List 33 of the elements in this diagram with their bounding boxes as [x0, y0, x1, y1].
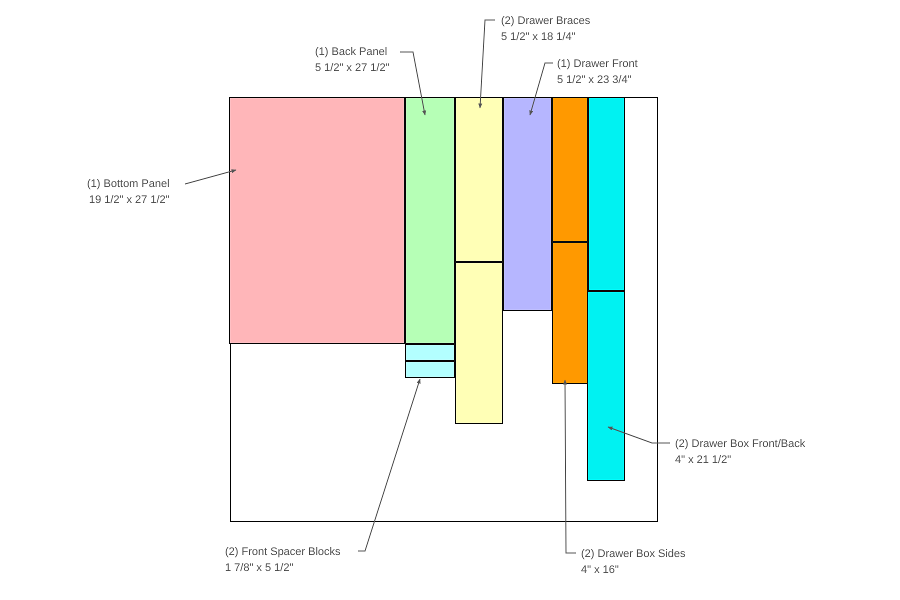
dimension-label: 5 1/2" x 23 3/4" [557, 73, 632, 88]
leader-line [608, 426, 670, 444]
cut-piece [586, 290, 624, 480]
cut-piece [404, 96, 454, 344]
leader-line [478, 20, 496, 108]
cut-piece [404, 360, 454, 378]
cut-piece [454, 262, 502, 424]
dimension-label: 4" x 16" [581, 563, 620, 578]
dimension-label: 5 1/2" x 18 1/4" [501, 30, 576, 45]
dimension-label: 5 1/2" x 27 1/2" [315, 61, 390, 76]
leader-line [184, 169, 236, 184]
cut-piece [502, 96, 552, 310]
leader-line [563, 380, 576, 554]
plywood-sheet-outline [230, 97, 658, 522]
leader-line [358, 378, 421, 552]
leader-line [529, 62, 554, 116]
part-name: (2) Drawer Braces [501, 14, 590, 29]
part-name: (2) Front Spacer Blocks [225, 545, 341, 560]
part-name: (2) Drawer Box Sides [581, 547, 686, 562]
part-name: (1) Drawer Front [557, 57, 638, 72]
dimension-label: 4" x 21 1/2" [675, 453, 732, 468]
cut-piece [228, 96, 404, 344]
cut-piece [552, 96, 588, 242]
part-name: (2) Drawer Box Front/Back [675, 437, 806, 452]
cut-piece [552, 242, 588, 384]
dimension-label: 1 7/8" x 5 1/2" [225, 561, 294, 576]
part-name: (1) Bottom Panel [87, 177, 170, 192]
cut-piece [404, 344, 454, 360]
cut-piece [454, 96, 502, 262]
leader-line [400, 52, 426, 116]
part-name: (1) Back Panel [315, 45, 388, 60]
dimension-label: 19 1/2" x 27 1/2" [88, 193, 170, 208]
cut-piece [588, 96, 624, 290]
